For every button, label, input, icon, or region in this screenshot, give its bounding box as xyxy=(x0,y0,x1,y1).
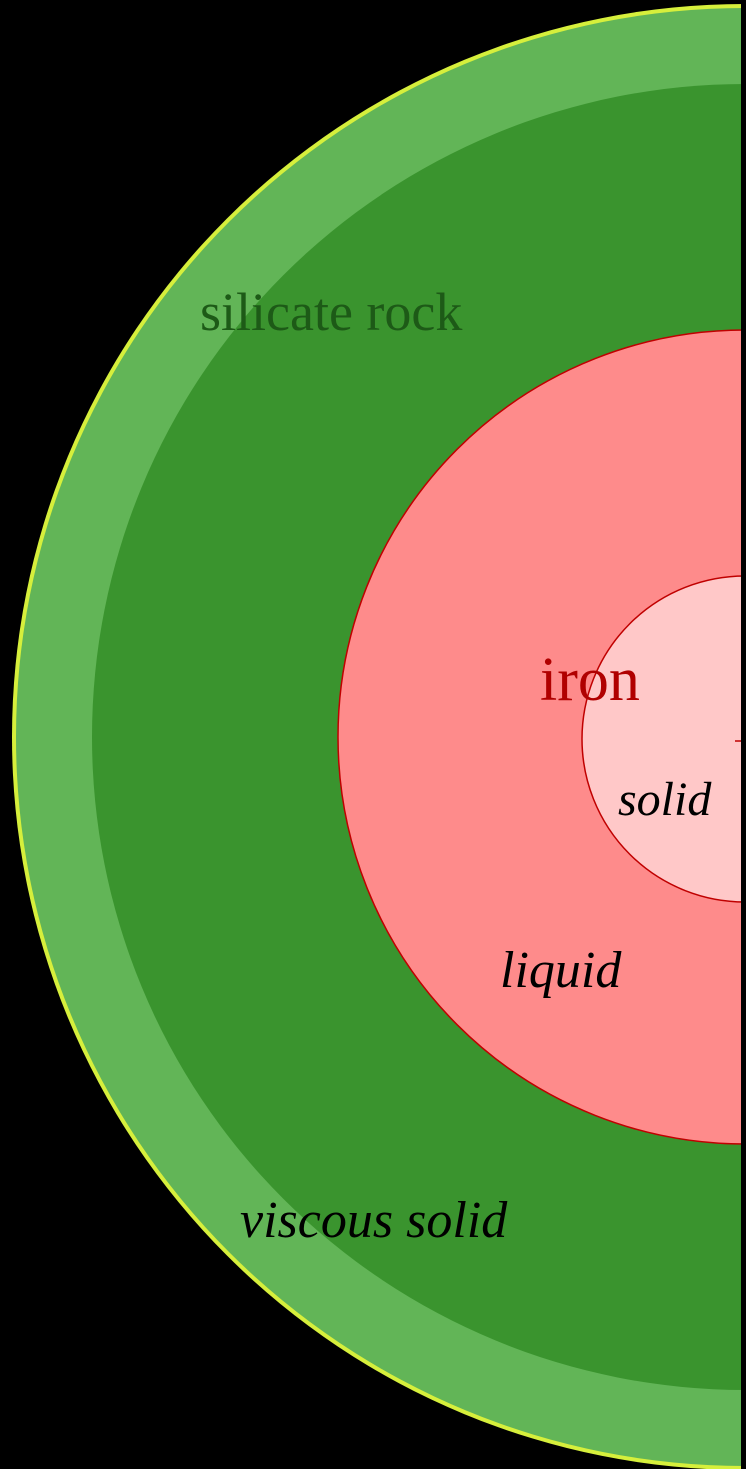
section-cut-edge xyxy=(741,0,746,1469)
viscous-solid-label: viscous solid xyxy=(240,1192,508,1249)
iron-label: iron xyxy=(540,646,640,714)
liquid-label: liquid xyxy=(500,942,622,999)
silicate-rock-label: silicate rock xyxy=(200,282,462,342)
solid-label: solid xyxy=(618,773,712,826)
